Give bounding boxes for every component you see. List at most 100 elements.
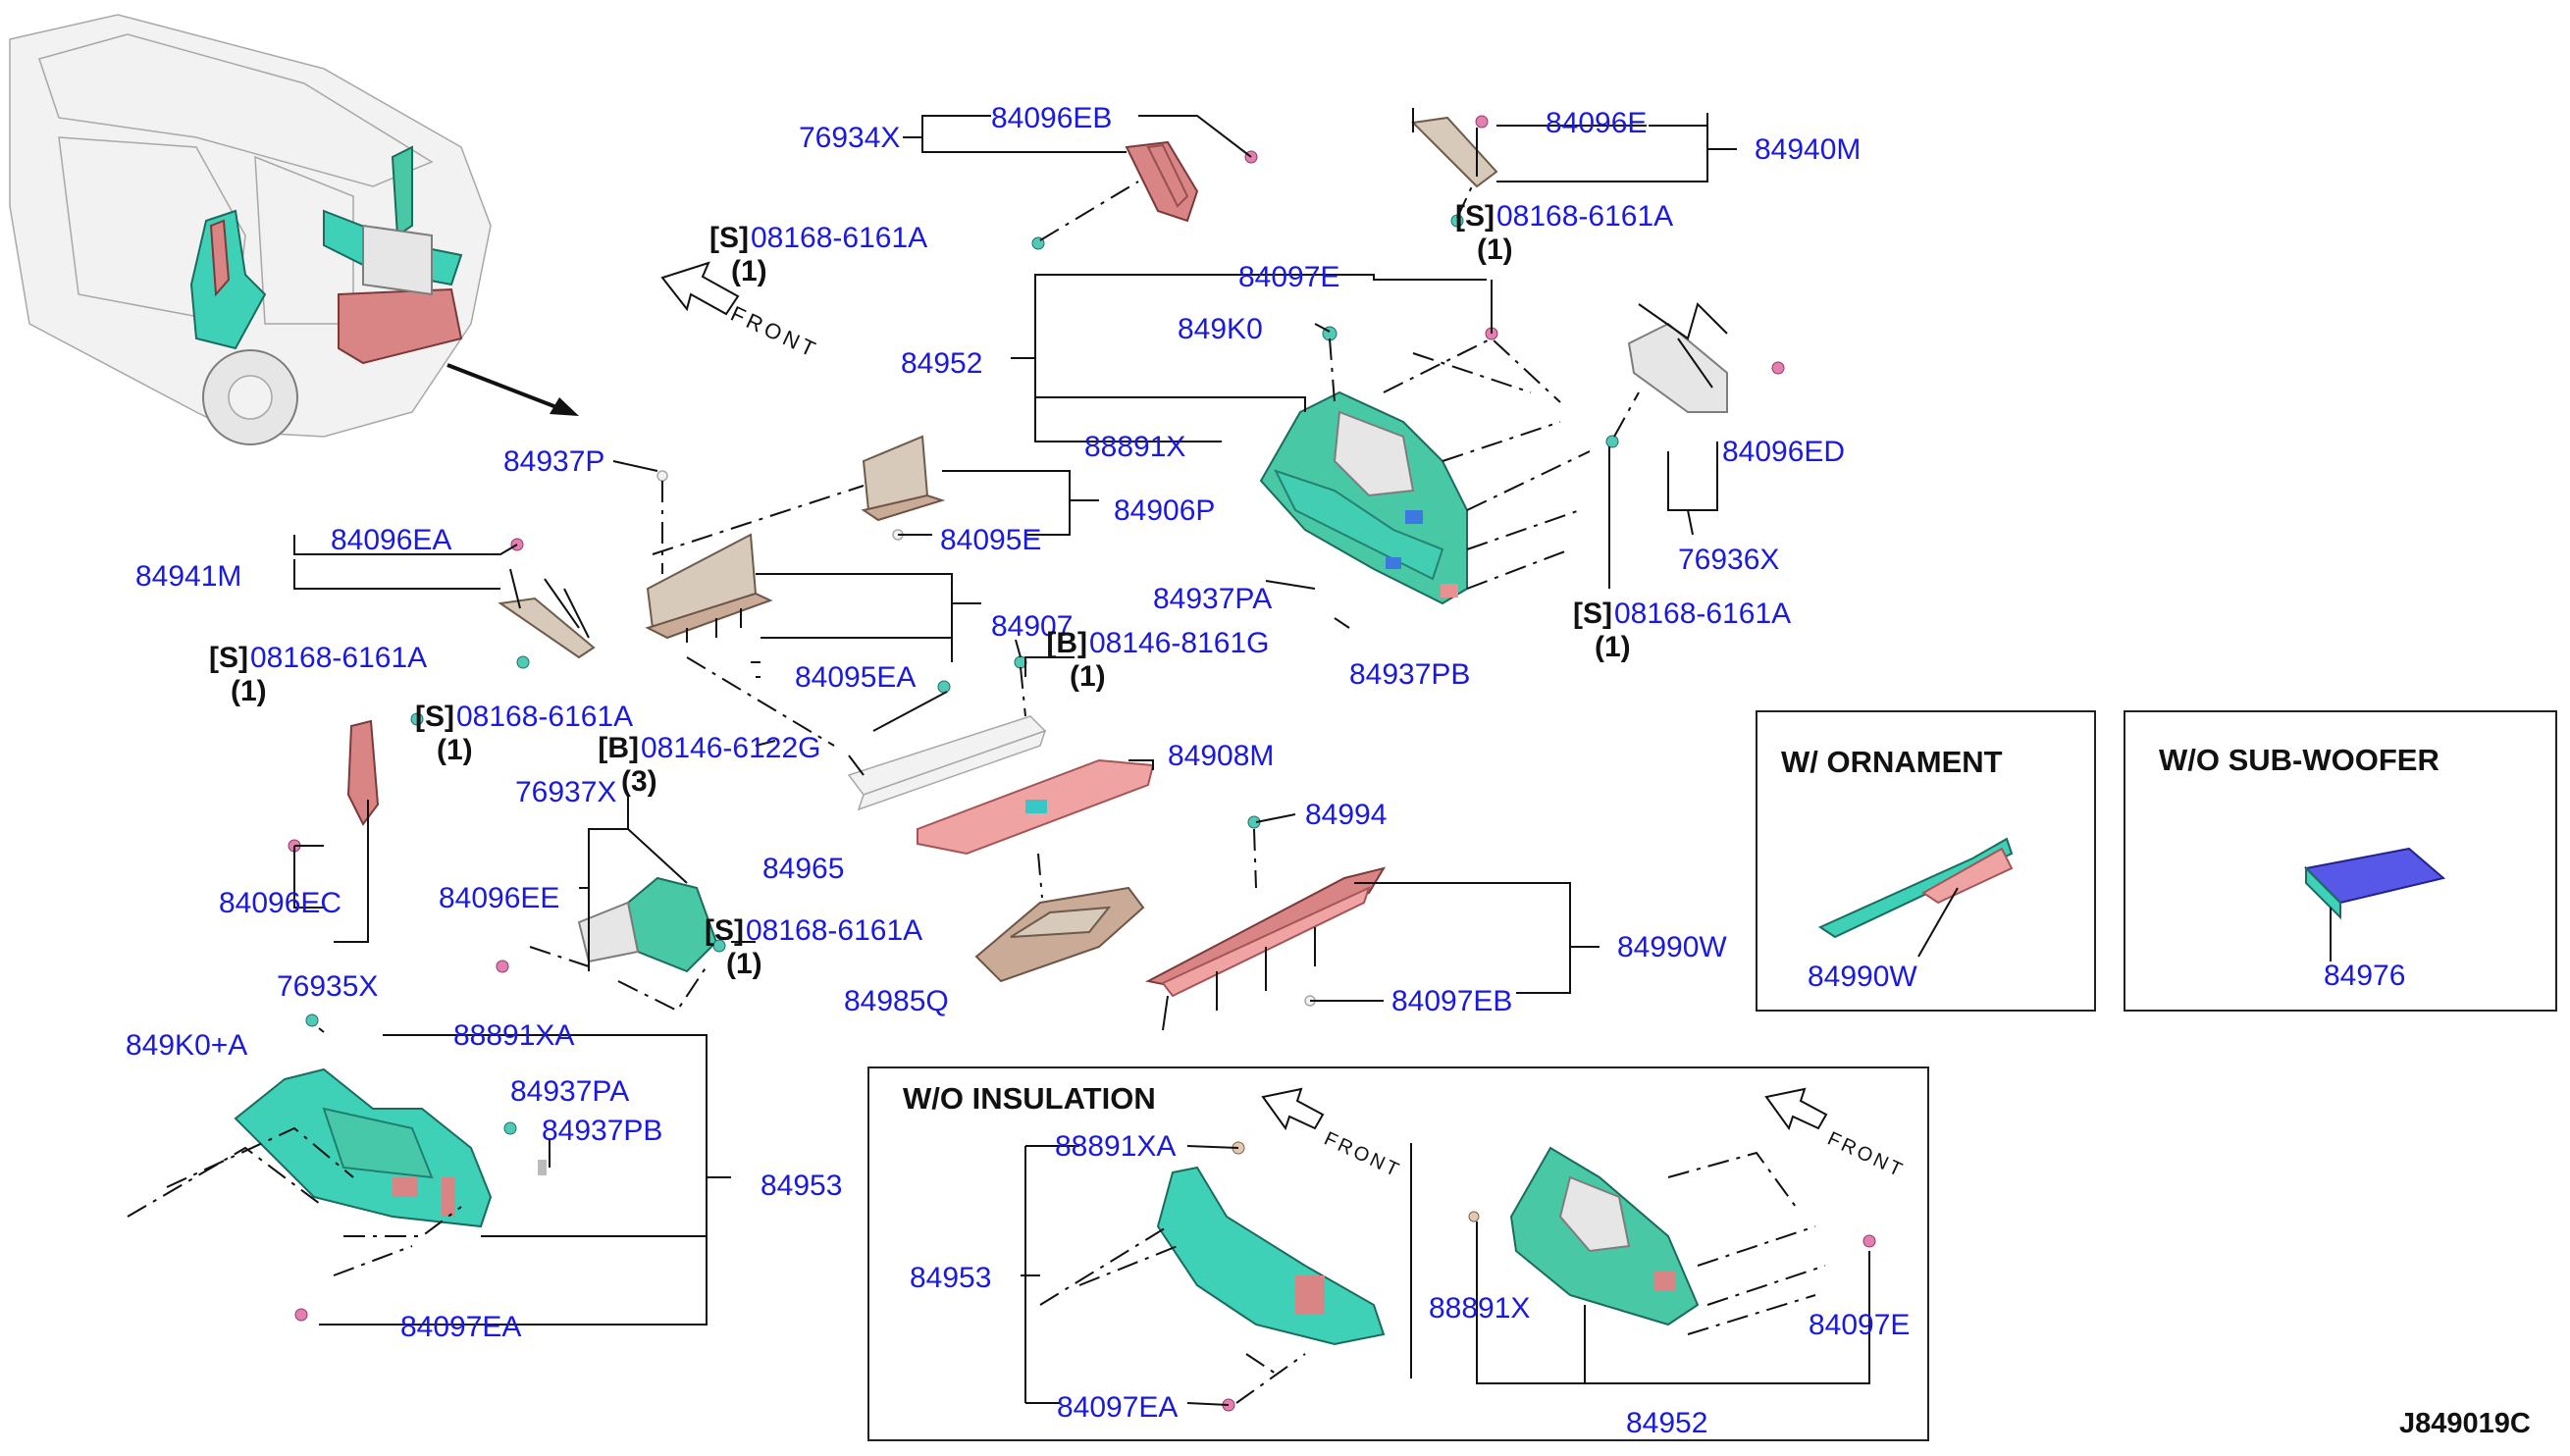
- part-callout-84937PA: 84937PA: [510, 1075, 629, 1108]
- leader-lines: [293, 113, 1737, 1326]
- quantity-label: (1): [437, 734, 473, 766]
- part-callout-84937P: 84937P: [503, 445, 604, 478]
- part-84906P-panel: [861, 435, 946, 541]
- front-label-3: FRONT: [1824, 1128, 1908, 1182]
- part-callout-76936X: 76936X: [1678, 544, 1779, 576]
- part-number-label: 08168-6161A: [1614, 598, 1791, 630]
- part-number-label: 84095EA: [795, 661, 916, 694]
- inset-insulation-part-1: 88891XA: [1055, 1130, 1176, 1163]
- part-number-label: 849K0+A: [126, 1029, 247, 1062]
- part-number-label: 76934X: [799, 122, 900, 154]
- inset-subwoofer-title: W/O SUB-WOOFER: [2159, 743, 2439, 777]
- part-84096E-bracket: [1410, 108, 1498, 228]
- part-number-label: 84097EB: [1391, 985, 1512, 1017]
- part-84953-side-trim: [127, 1014, 547, 1322]
- part-76935X-pillar: [288, 712, 424, 853]
- fastener-type-prefix: [S]: [709, 222, 749, 254]
- part-callout-84990W: 84990W: [1617, 931, 1727, 963]
- part-76937X-bracket: [496, 876, 726, 1013]
- diagram-code: J849019C: [2399, 1408, 2531, 1439]
- part-number-label: 84097EA: [400, 1311, 521, 1343]
- fastener-type-prefix: [B]: [1046, 627, 1087, 659]
- inset-subwoofer: W/O SUB-WOOFER 84976: [2124, 710, 2557, 1012]
- part-callout-76935X: 76935X: [277, 970, 378, 1003]
- fastener-type-prefix: [S]: [415, 701, 454, 733]
- part-number-label: 84096E: [1546, 107, 1647, 139]
- part-84907-shelf: [645, 470, 865, 747]
- part-callout-849K0: 849K0: [1178, 313, 1263, 345]
- part-callout-84095E: 84095E: [940, 524, 1041, 556]
- part-number-label: 84952: [901, 347, 982, 380]
- part-number-label: 84937PA: [510, 1075, 629, 1108]
- part-84908M-floor-board: [917, 758, 1155, 856]
- quantity-label: (1): [726, 948, 762, 980]
- part-callout-84906P: 84906P: [1114, 494, 1215, 527]
- part-number-label: 08146-8161G: [1089, 627, 1270, 659]
- part-callout-84994: 84994: [1305, 799, 1387, 831]
- part-number-label: 84096EA: [331, 524, 451, 556]
- fastener-type-prefix: [S]: [705, 914, 744, 947]
- part-callout-88891XA: 88891XA: [453, 1019, 574, 1052]
- part-number-label: 08168-6161A: [250, 642, 427, 674]
- part-callout-84096EE: 84096EE: [439, 882, 559, 914]
- front-label-2: FRONT: [1321, 1128, 1404, 1182]
- fastener-type-prefix: [S]: [1573, 598, 1612, 630]
- part-number-label: 76937X: [515, 776, 616, 808]
- part-number-label: 84937PA: [1153, 583, 1272, 615]
- part-callout-84965: 84965: [762, 853, 844, 885]
- inset-insulation-part-6: 84952: [1626, 1407, 1707, 1439]
- part-number-label: 849K0: [1178, 313, 1263, 345]
- inset-ornament-title: W/ ORNAMENT: [1781, 745, 2003, 779]
- part-callout-88891X: 88891X: [1084, 431, 1185, 463]
- part-number-label: 08168-6161A: [751, 222, 927, 254]
- part-number-label: 84937P: [503, 445, 604, 478]
- part-number-label: 08168-6161A: [746, 914, 922, 947]
- part-callout-84937PA: 84937PA: [1153, 583, 1272, 615]
- part-number-label: 84940M: [1755, 133, 1861, 166]
- part-callout-84096E: 84096E: [1546, 107, 1647, 139]
- part-callout-08168-6161A: [S]08168-6161A(1): [709, 222, 927, 287]
- part-number-label: 84965: [762, 853, 844, 885]
- part-callout-84907: 84907: [991, 610, 1073, 643]
- vehicle-overview: [9, 14, 579, 445]
- part-number-label: 84096EC: [219, 887, 341, 919]
- part-number-label: 88891XA: [453, 1019, 574, 1052]
- part-callout-08146-8161G: [B]08146-8161G(1): [1046, 627, 1269, 693]
- part-callout-84937PB: 84937PB: [542, 1115, 662, 1147]
- fastener-type-prefix: [B]: [598, 732, 639, 764]
- part-callout-84985Q: 84985Q: [844, 985, 949, 1017]
- part-callout-08168-6161A: [S]08168-6161A(1): [415, 701, 633, 766]
- part-number-label: 84985Q: [844, 985, 949, 1017]
- part-number-label: 08168-6161A: [456, 701, 633, 733]
- quantity-label: (1): [1595, 631, 1631, 663]
- quantity-label: (1): [1070, 660, 1106, 693]
- part-callout-84097EA: 84097EA: [400, 1311, 521, 1343]
- part-84990W-back-trim: [1145, 815, 1387, 1031]
- fastener-type-prefix: [S]: [209, 642, 248, 674]
- inset-ornament: W/ ORNAMENT 84990W: [1756, 710, 2096, 1012]
- part-number-label: 84096EE: [439, 882, 559, 914]
- quantity-label: (1): [231, 675, 267, 707]
- part-number-label: 84994: [1305, 799, 1387, 831]
- part-number-label: 08168-6161A: [1496, 200, 1673, 233]
- inset-insulation-part-3: 84097EA: [1057, 1391, 1178, 1424]
- part-number-label: 84941M: [135, 560, 241, 593]
- part-callout-84097EB: 84097EB: [1391, 985, 1512, 1017]
- inset-insulation-part-2: 84953: [910, 1262, 991, 1294]
- quantity-label: (1): [1477, 234, 1513, 266]
- part-callout-84097E: 84097E: [1238, 261, 1339, 293]
- part-84965-sill-plate: [847, 655, 1047, 811]
- part-number-label: 84097E: [1238, 261, 1339, 293]
- part-84096EA-bracket: [498, 538, 596, 669]
- part-callout-08168-6161A: [S]08168-6161A(1): [1573, 598, 1791, 663]
- part-callout-84940M: 84940M: [1755, 133, 1861, 166]
- part-number-label: 84937PB: [542, 1115, 662, 1147]
- part-number-label: 84908M: [1168, 740, 1274, 772]
- part-number-label: 84906P: [1114, 494, 1215, 527]
- part-84985Q-tray: [974, 853, 1145, 983]
- part-number-label: 84990W: [1617, 931, 1727, 963]
- part-callout-84096EC: 84096EC: [219, 887, 341, 919]
- inset-insulation: W/O INSULATION 88891XA 84953 84097EA FRO…: [867, 1066, 1929, 1441]
